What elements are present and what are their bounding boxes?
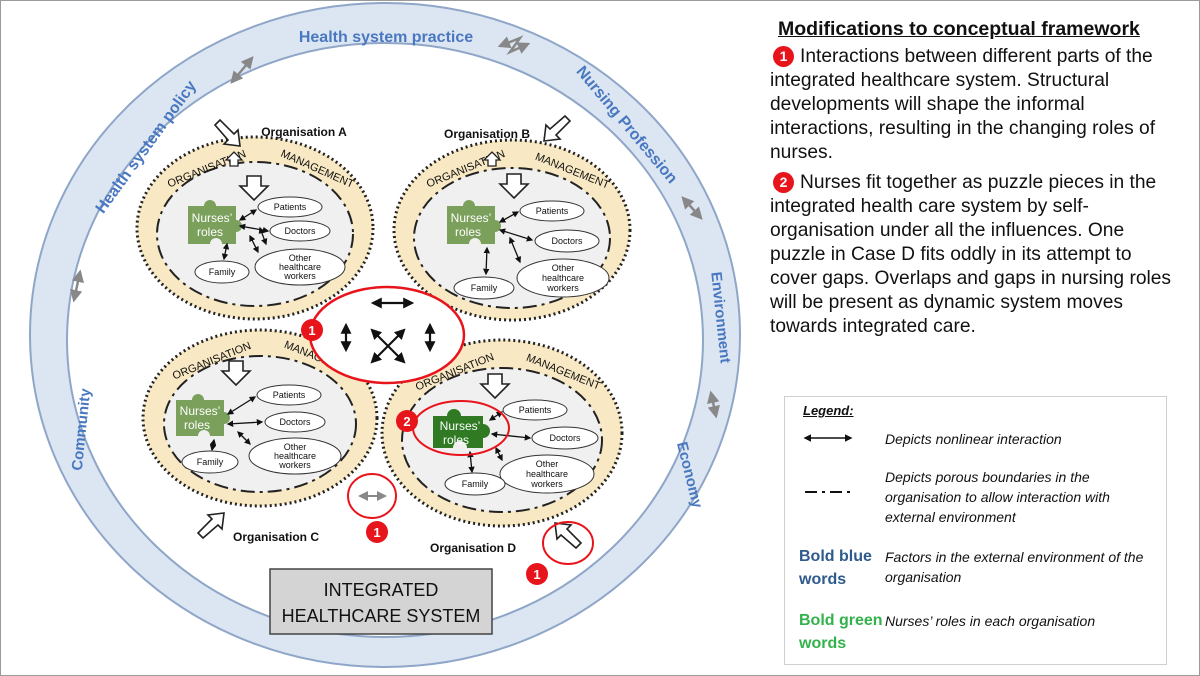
integrated-system-box [269,568,493,635]
svg-text:roles: roles [184,418,210,432]
org-c-doctors: Doctors [279,417,311,427]
org-a-puzzle-piece: Nurses’ roles [188,200,242,244]
system-box-line2: HEALTHCARE SYSTEM [282,606,481,626]
org-b-family: Family [471,283,498,293]
org-c-puzzle-piece: Nurses’ roles [176,394,230,436]
svg-text:Nurses’: Nurses’ [451,211,492,225]
svg-text:Nurses’: Nurses’ [180,404,221,418]
central-interaction-circle [308,285,466,385]
org-c-other-3: workers [278,460,311,470]
block-arrows [196,114,583,550]
svg-text:Nurses’: Nurses’ [440,419,481,433]
org-c-family: Family [197,457,224,467]
marker-2-puzzle: 2 [403,414,410,429]
org-b-other-1: Other [552,263,575,273]
org-d-family: Family [462,479,489,489]
factor-health-system-practice: Health system practice [299,29,473,46]
org-c-patients: Patients [273,390,306,400]
modifications-title: Modifications to conceptual framework [778,18,1140,40]
legend-blue-desc: Factors in the external environment of t… [885,549,1144,585]
highlight-gray-arrow [347,473,397,519]
org-b-doctors: Doctors [551,236,583,246]
marker-1-external: 1 [533,567,540,582]
marker-1-center: 1 [308,323,315,338]
org-b-other-2: healthcare [542,273,584,283]
organisation-b [392,138,632,322]
organisation-a [135,135,375,321]
org-d-label: Organisation D [430,541,516,555]
legend-boundary-desc: Depicts porous boundaries in the organis… [885,469,1110,525]
org-a-patients: Patients [274,202,307,212]
double-arrow-icon [803,434,853,442]
svg-text:roles: roles [455,225,481,239]
ring-arrows [69,35,720,419]
org-d-other-1: Other [536,459,559,469]
org-d-puzzle-piece: Nurses’ roles [433,409,490,448]
modification-text-2: Nurses fit together as puzzle pieces in … [770,172,1172,337]
org-b-other-3: workers [546,283,579,293]
org-d-other-2: healthcare [526,469,568,479]
legend-green-desc: Nurses’ roles in each organisation [885,613,1096,629]
svg-text:Nurses’: Nurses’ [192,211,233,225]
org-a-family: Family [209,267,236,277]
modification-text-1: Interactions between different parts of … [770,46,1156,163]
org-d-other-3: workers [530,479,563,489]
org-a-other-1: Other [289,253,312,263]
org-d-doctors: Doctors [549,433,581,443]
org-b-patients: Patients [536,206,569,216]
modification-badge-2: 2 [773,172,794,193]
org-c-other-1: Other [284,442,307,452]
legend-box: Legend: Depicts nonlinear interaction De… [784,396,1167,665]
marker-1-bottom: 1 [373,525,380,540]
org-b-puzzle-piece: Nurses’ roles [447,200,501,244]
org-c-other-2: healthcare [274,451,316,461]
org-a-label: Organisation A [261,125,347,139]
org-a-doctors: Doctors [284,226,316,236]
legend-title: Legend: [803,403,854,418]
central-arrows [340,297,436,364]
small-up-arrows [224,151,502,167]
legend-arrow-desc: Depicts nonlinear interaction [885,431,1062,447]
highlight-external-arrow [542,521,594,565]
org-d-patients: Patients [519,405,552,415]
system-box-line1: INTEGRATED [324,580,439,600]
org-a-other-3: workers [283,271,316,281]
node-arrows [209,209,534,474]
org-c-label: Organisation C [233,530,319,544]
dash-dot-line-icon [805,491,855,493]
framework-diagram: Health system practice Health system pol… [29,2,741,668]
svg-text:roles: roles [443,433,469,447]
modification-badge-1: 1 [773,46,794,67]
org-b-label: Organisation B [444,127,530,141]
org-a-other-2: healthcare [279,262,321,272]
svg-text:roles: roles [197,225,223,239]
